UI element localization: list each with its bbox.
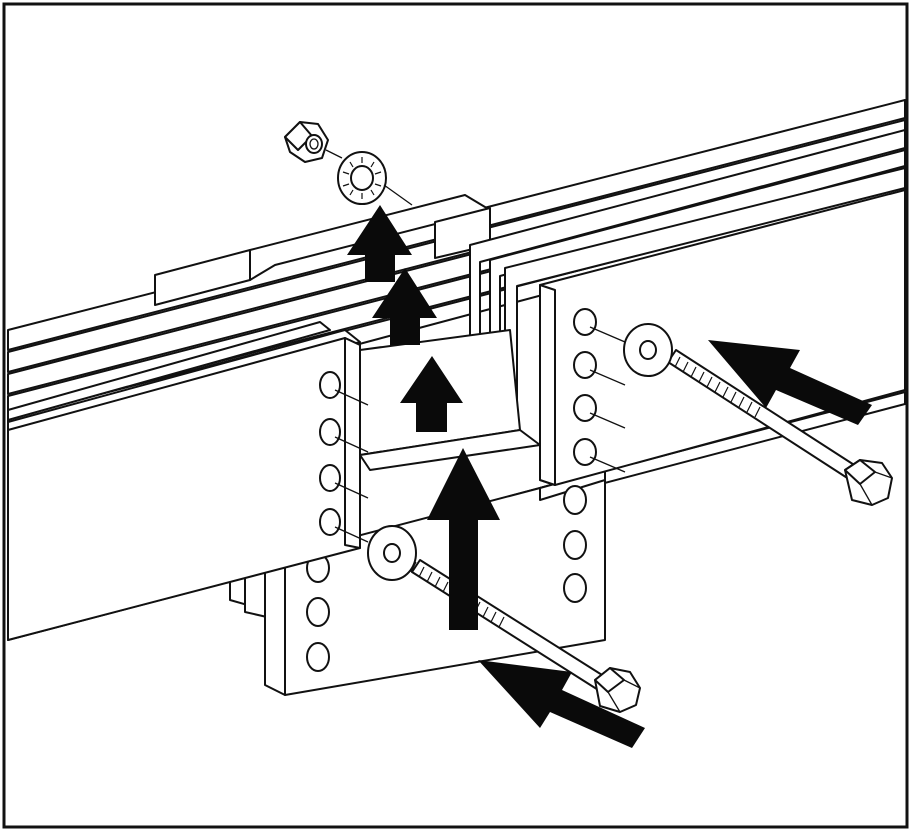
lock-washer	[337, 151, 413, 206]
splice-plate-right	[539, 189, 906, 486]
arrow-up-third	[400, 356, 463, 432]
splice-plate-right-holes	[573, 308, 626, 473]
splice-plate-holes	[306, 485, 587, 672]
splice-plate-left-holes	[319, 371, 369, 543]
flat-washer	[367, 525, 417, 581]
arrow-up-main	[427, 448, 500, 630]
flat-washer-right	[623, 323, 673, 377]
splice-plate-middle	[469, 129, 906, 431]
arrow-insert-front	[478, 660, 645, 748]
arrow-insert-right	[708, 340, 872, 425]
splice-plate-left	[7, 337, 361, 641]
arrow-up-second	[372, 268, 437, 345]
nut	[284, 121, 343, 163]
arrow-up-top	[347, 205, 412, 282]
bolt-right	[666, 349, 893, 506]
